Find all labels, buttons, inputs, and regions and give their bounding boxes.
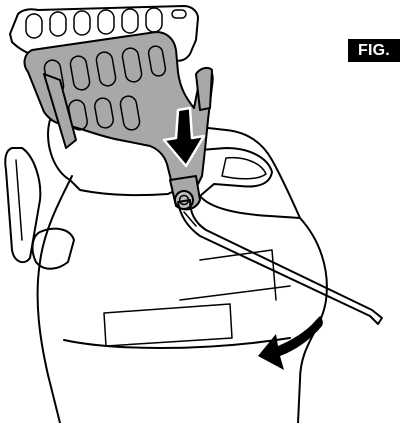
left-handle bbox=[4, 147, 75, 270]
curved-arrow-icon bbox=[258, 316, 323, 370]
tool-body bbox=[36, 175, 328, 424]
housing-frame bbox=[47, 119, 301, 219]
blade-guard bbox=[23, 31, 214, 211]
figure-label: FIG. 21 bbox=[348, 39, 400, 82]
down-arrow-icon bbox=[162, 106, 206, 168]
hex-key bbox=[177, 199, 383, 325]
